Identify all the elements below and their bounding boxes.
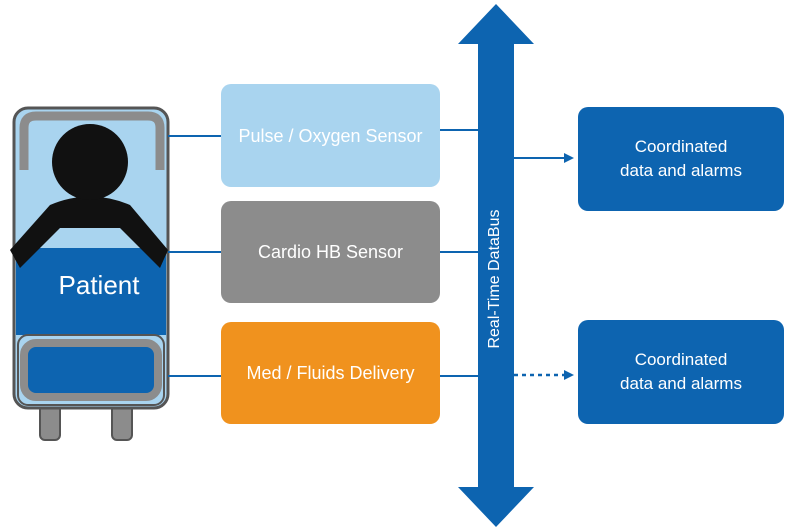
patient-head — [52, 124, 128, 200]
arrowhead-output-2 — [564, 370, 574, 380]
med-fluids-delivery-box: Med / Fluids Delivery — [221, 322, 440, 424]
arrowhead-output-1 — [564, 153, 574, 163]
pulse-oxygen-sensor-label: Pulse / Oxygen Sensor — [238, 125, 423, 146]
cardio-hb-sensor-box: Cardio HB Sensor — [221, 201, 440, 303]
bed-head-rail — [19, 111, 165, 170]
patient-label: Patient — [58, 270, 140, 300]
cardio-hb-sensor-label: Cardio HB Sensor — [257, 242, 404, 262]
output-1-line-1: Coordinated — [634, 137, 728, 156]
med-fluids-delivery-label: Med / Fluids Delivery — [246, 363, 415, 383]
databus-arrow — [458, 4, 534, 527]
patient-shoulders — [10, 196, 168, 268]
coordinated-output-box-1: Coordinated data and alarms — [578, 107, 784, 211]
output-1-line-2: data and alarms — [620, 161, 742, 180]
patient-blanket — [16, 248, 166, 335]
output-2-line-1: Coordinated — [634, 350, 728, 369]
pulse-oxygen-sensor-box: Pulse / Oxygen Sensor — [221, 84, 440, 187]
output-2-line-2: data and alarms — [620, 374, 742, 393]
bed-foot-rail — [20, 339, 162, 401]
coordinated-output-box-2: Coordinated data and alarms — [578, 320, 784, 424]
databus-label: Real-Time DataBus — [486, 209, 503, 349]
